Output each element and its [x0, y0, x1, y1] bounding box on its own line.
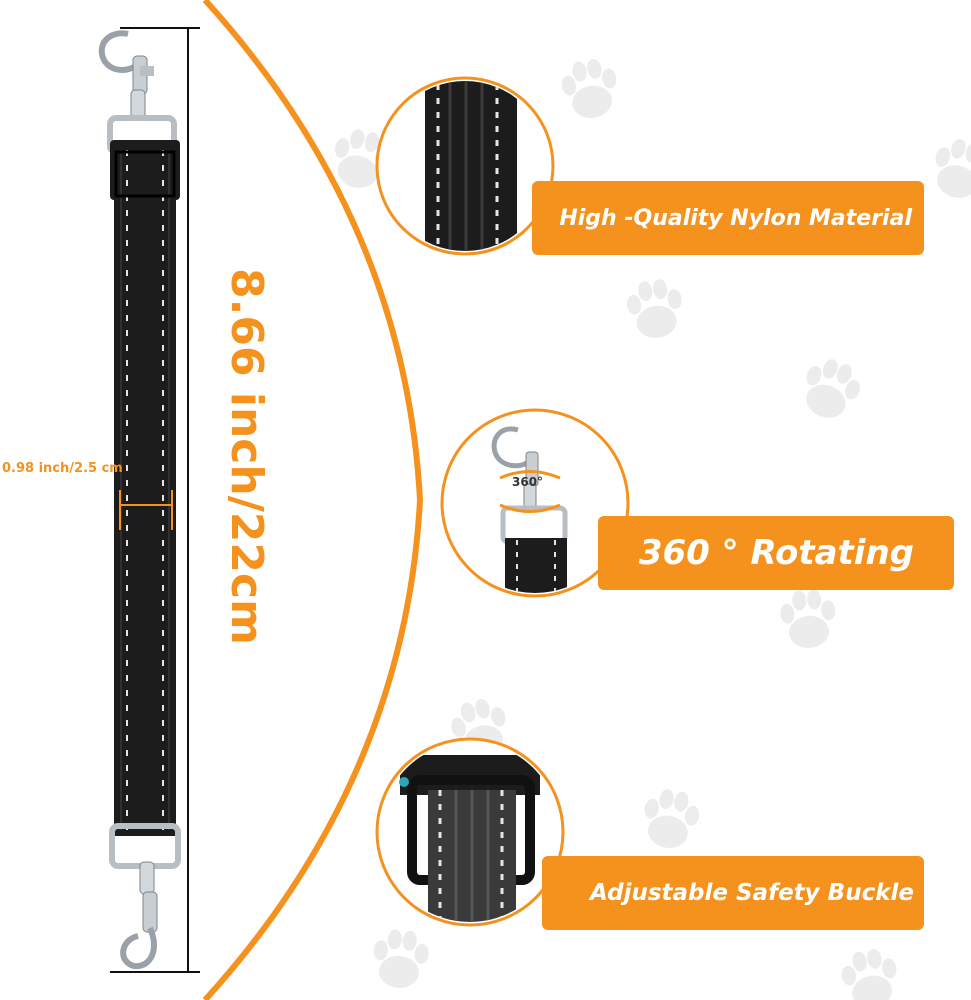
length-text: 8.66 inch/22cm: [221, 268, 272, 645]
top-snap-hook-icon: [98, 30, 177, 155]
strap: [110, 140, 180, 836]
nylon-callout: High -Quality Nylon Material: [532, 181, 924, 255]
width-dimension-line: [119, 490, 173, 530]
length-dimension-line: [110, 27, 200, 973]
buckle-callout: Adjustable Safety Buckle: [542, 856, 924, 930]
feature-nylon-image: [375, 76, 555, 256]
rotation-badge: 360°: [512, 475, 543, 489]
orange-arc: [202, 0, 424, 1000]
rotating-callout-text: 360 ° Rotating: [638, 533, 914, 573]
rotating-callout: 360 ° Rotating: [598, 516, 954, 590]
bottom-snap-hook-icon: [109, 823, 181, 970]
width-label: 0.98 inch/2.5 cm: [2, 461, 123, 476]
feature-buckle-image: [375, 737, 565, 927]
buckle-callout-text: Adjustable Safety Buckle: [590, 880, 914, 906]
feature-rotating-image: 360°: [440, 408, 630, 598]
nylon-callout-text: High -Quality Nylon Material: [559, 205, 912, 231]
